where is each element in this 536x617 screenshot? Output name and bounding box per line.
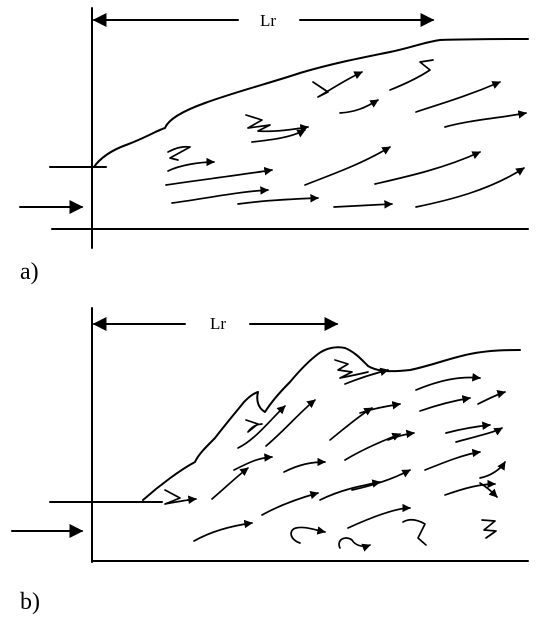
flow-arrow — [167, 145, 191, 161]
flow-arrow — [261, 490, 319, 516]
flow-arrow — [165, 166, 273, 186]
flow-arrow — [415, 373, 481, 391]
flow-arrow — [334, 359, 369, 379]
flow-arrow — [444, 110, 527, 128]
panel-a-lr-label: Lr — [260, 11, 276, 30]
flow-arrow — [237, 405, 286, 449]
flow-arrow — [167, 157, 215, 172]
panel-a-flow-arrows — [165, 59, 527, 209]
panel-b: Lr — [11, 307, 529, 615]
flow-arrow — [347, 503, 411, 529]
flow-arrow — [245, 114, 309, 133]
panel-a-label: a) — [20, 259, 39, 285]
flow-arrow — [445, 421, 491, 434]
flow-arrow — [193, 519, 253, 542]
flow-arrow — [265, 399, 316, 447]
flow-arrow — [359, 401, 401, 414]
flow-arrow — [171, 186, 269, 204]
flow-arrow — [351, 469, 411, 491]
flow-arrow — [329, 407, 373, 441]
flow-arrow — [424, 448, 481, 471]
flow-arrow — [389, 59, 434, 91]
panel-a-water-surface — [93, 38, 529, 168]
panel-b-flow-arrows — [164, 359, 506, 552]
flow-arrow — [283, 457, 326, 473]
flow-arrow — [233, 453, 273, 471]
flow-arrow — [415, 167, 525, 208]
flow-arrow — [444, 479, 496, 496]
flow-arrow — [344, 367, 389, 385]
flow-arrow — [312, 71, 363, 98]
flow-arrow — [319, 479, 381, 501]
flow-arrow — [415, 81, 501, 113]
flow-arrow — [237, 194, 319, 205]
flow-arrow — [455, 427, 503, 443]
flow-arrow — [251, 129, 306, 143]
flow-arrow — [344, 432, 401, 461]
panel-b-label: b) — [20, 589, 40, 615]
panel-b-water-surface — [142, 346, 521, 501]
panel-a: Lr a) — [19, 7, 529, 285]
flow-arrow — [419, 395, 471, 412]
flow-arrow — [164, 489, 197, 505]
flow-arrow — [481, 519, 497, 539]
flow-arrow — [477, 390, 506, 405]
flow-arrow — [374, 151, 481, 185]
flow-arrow — [387, 429, 415, 441]
flow-arrow — [338, 537, 371, 552]
flow-arrow — [245, 419, 263, 433]
flow-arrow — [290, 526, 326, 544]
flow-arrow — [333, 200, 393, 209]
panel-b-lr-label: Lr — [210, 314, 226, 333]
flow-arrow — [479, 461, 506, 479]
flow-arrow — [402, 518, 427, 546]
flow-arrow — [304, 146, 391, 186]
flow-arrow — [479, 482, 498, 498]
flow-arrow — [211, 467, 249, 500]
flow-arrow — [339, 99, 379, 114]
